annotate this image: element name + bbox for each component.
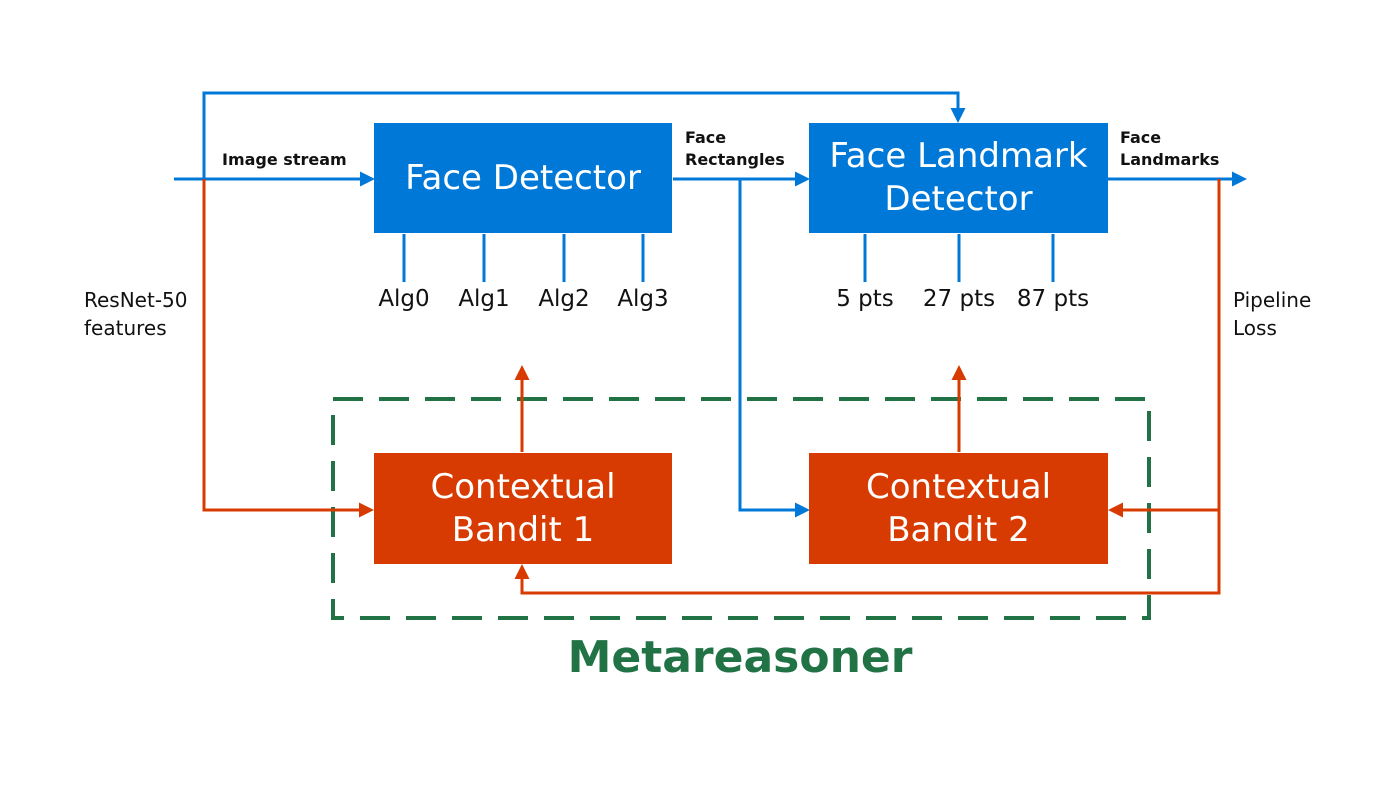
pts87-label: 87 pts: [1016, 286, 1090, 312]
pipeline-loss-to-bandit2-arrow: [1108, 179, 1221, 518]
pipeline-loss-label: Pipeline Loss: [1233, 286, 1311, 342]
face-rectangles-line2: Rectangles: [685, 150, 785, 169]
alg1-label: Alg1: [458, 286, 510, 312]
resnet-line2: features: [84, 316, 167, 340]
landmark-detector-label-line1: Face Landmark: [829, 136, 1088, 176]
landmark-detector-label-line2: Detector: [884, 179, 1033, 219]
metareasoner-label: Metareasoner: [567, 632, 913, 683]
rectangles-to-bandit2-arrow: [738, 179, 810, 518]
bandit1-label-line1: Contextual: [430, 466, 616, 507]
contextual-bandit-1-block: Contextual Bandit 1: [374, 453, 672, 564]
bandit2-label-line1: Contextual: [865, 466, 1052, 507]
face-rectangles-label: Face Rectangles: [685, 127, 785, 171]
pts5-label: 5 pts: [836, 286, 894, 312]
resnet-features-label: ResNet-50 features: [84, 286, 188, 342]
face-landmarks-label: Face Landmarks: [1120, 127, 1219, 171]
face-detector-block: Face Detector: [374, 123, 672, 233]
image-bypass-arrow: [202, 91, 966, 179]
pts27-label: 27 pts: [922, 286, 996, 312]
alg0-label: Alg0: [378, 286, 430, 312]
face-landmark-detector-block: Face Landmark Detector: [809, 123, 1108, 233]
face-rectangles-line1: Face: [685, 128, 727, 147]
pipeline-loss-to-bandit1-arrow: [514, 510, 1221, 595]
resnet-line1: ResNet-50: [84, 288, 188, 312]
face-landmarks-line1: Face: [1120, 128, 1162, 147]
pipeline-loss-line2: Loss: [1233, 316, 1277, 340]
alg3-label: Alg3: [617, 286, 669, 312]
alg2-label: Alg2: [538, 286, 590, 312]
contextual-bandit-2-block: Contextual Bandit 2: [809, 453, 1108, 564]
bandit1-label-line2: Bandit 1: [451, 509, 595, 550]
face-detector-label: Face Detector: [405, 157, 641, 198]
resnet-features-arrow: [202, 179, 374, 518]
image-stream-label: Image stream: [222, 150, 347, 169]
face-landmarks-line2: Landmarks: [1120, 150, 1220, 169]
bandit2-label-line2: Bandit 2: [887, 509, 1030, 550]
pipeline-loss-line1: Pipeline: [1233, 288, 1312, 312]
